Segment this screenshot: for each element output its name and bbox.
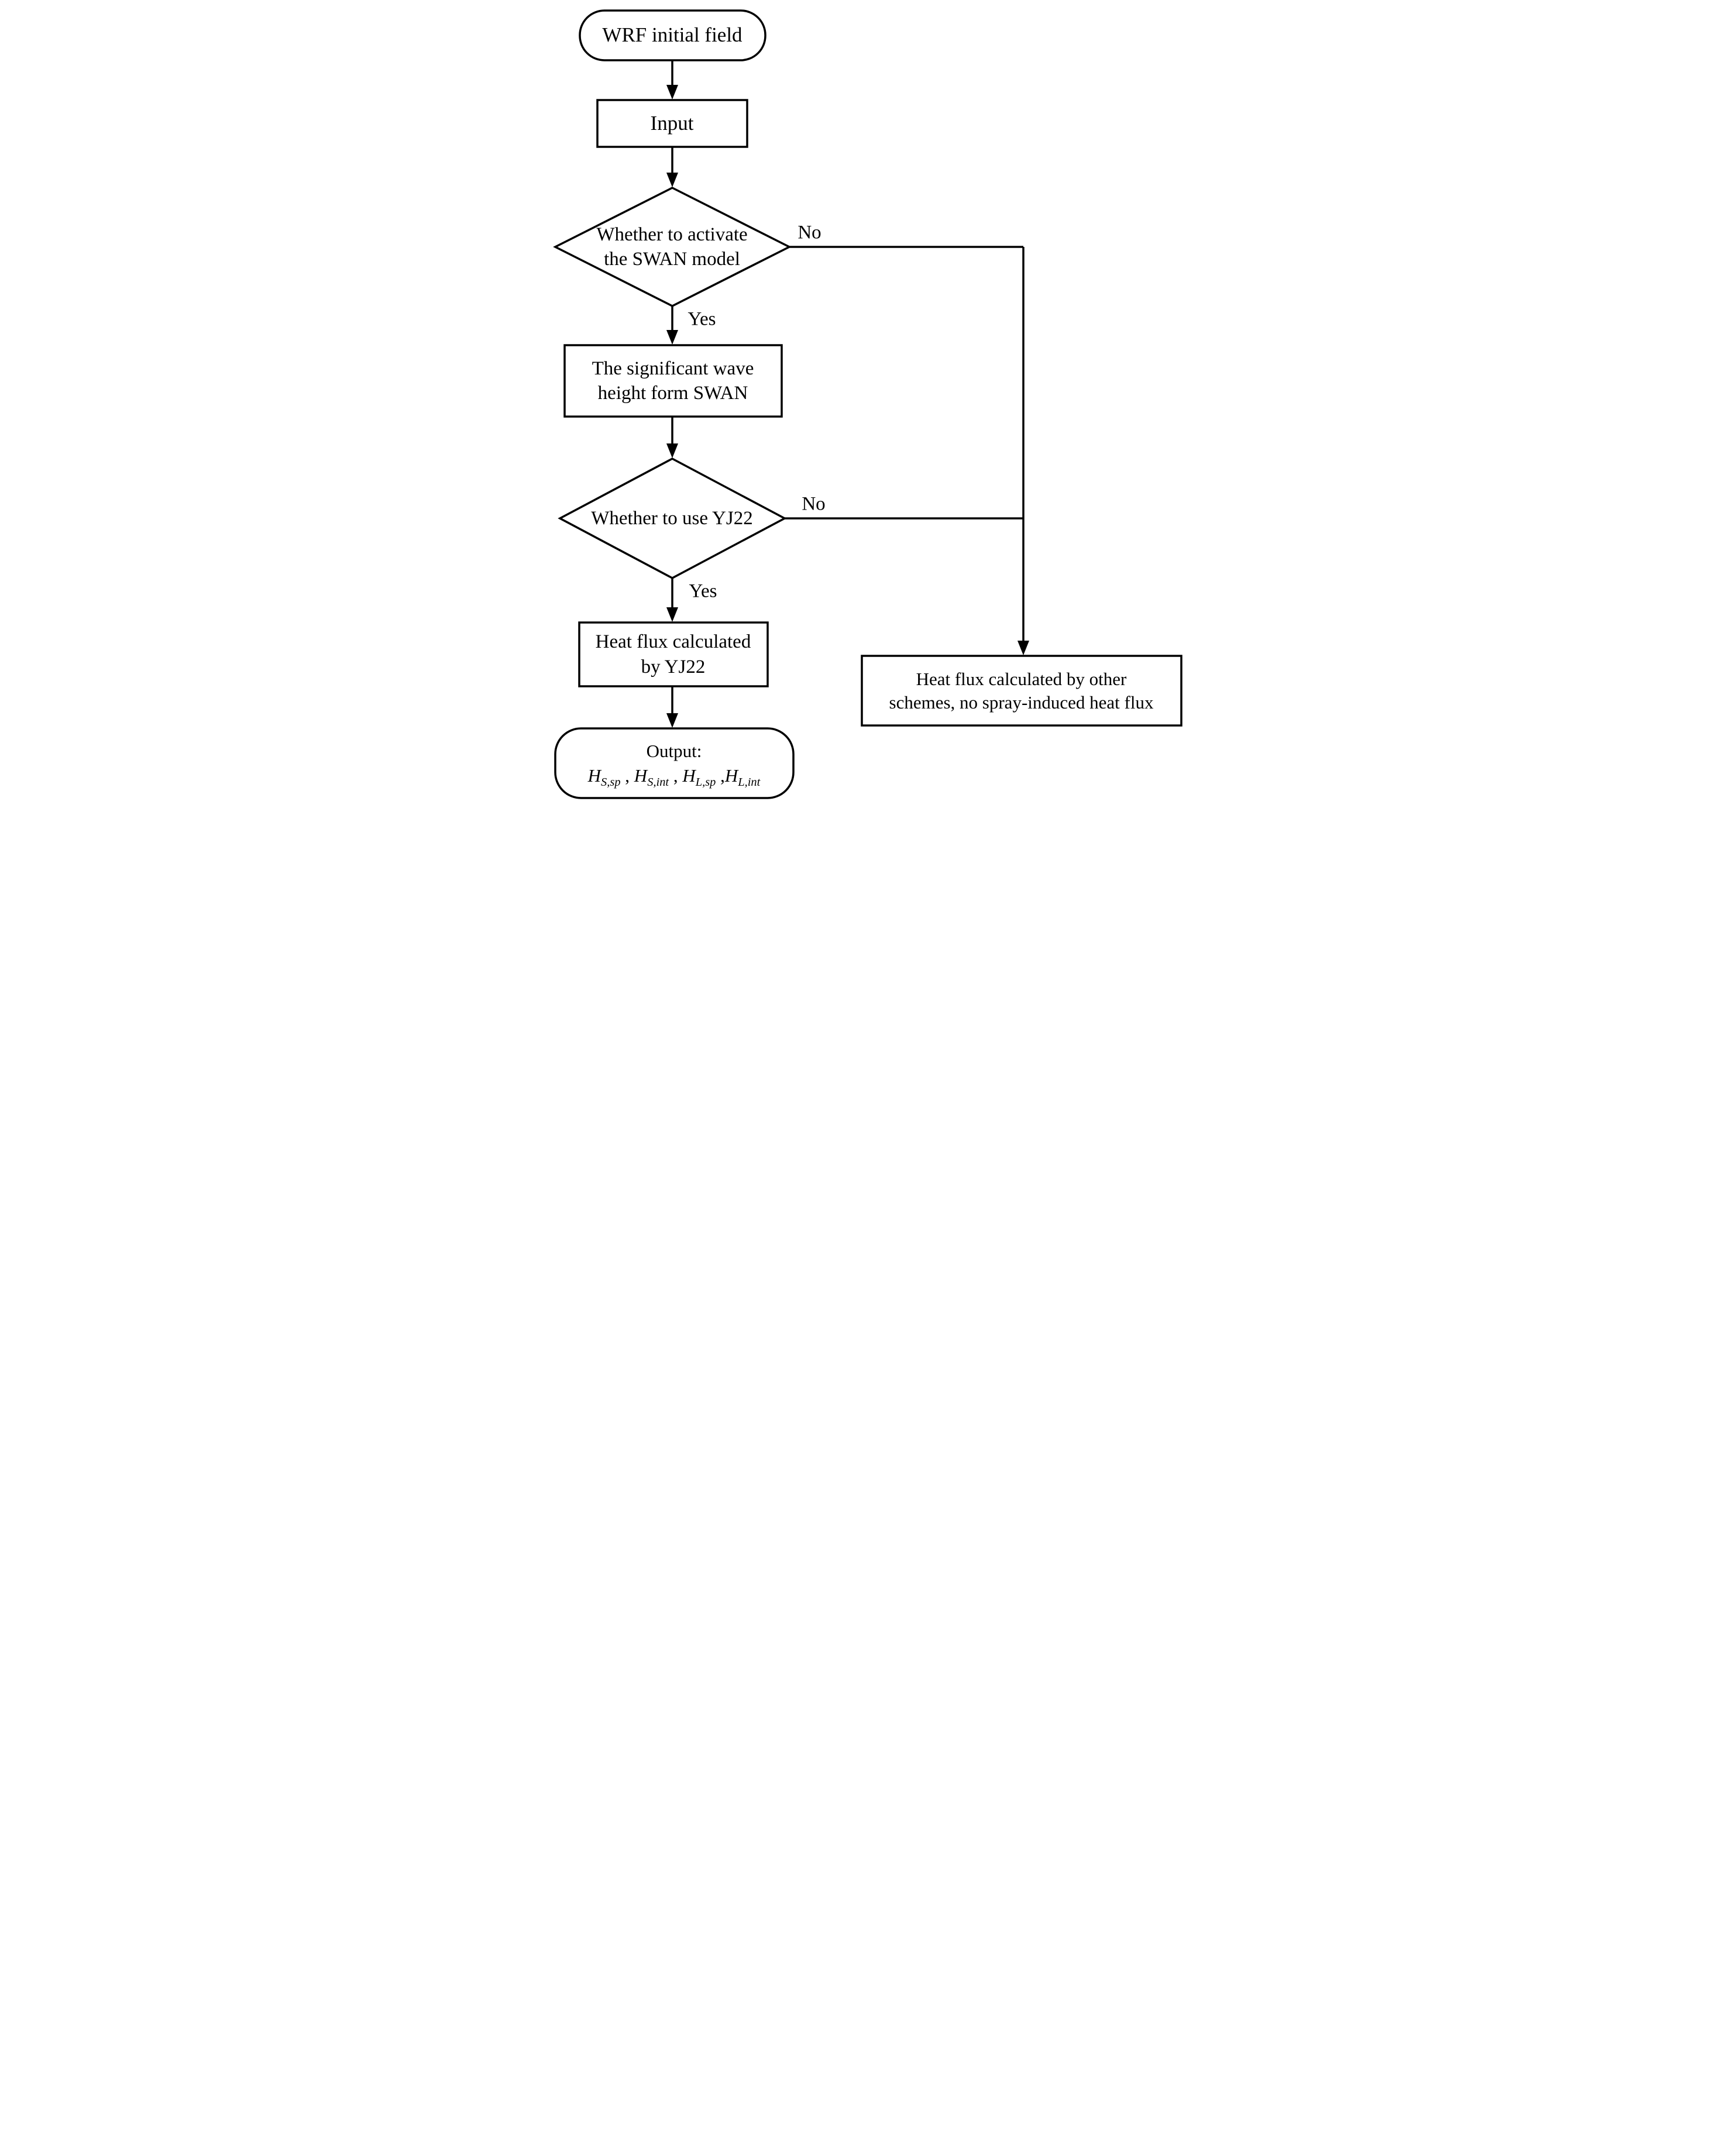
- output-terminator-shape: [554, 727, 795, 799]
- arrowhead-into-other: [1017, 641, 1029, 655]
- arrowhead-into-output: [666, 713, 678, 728]
- flowchart-canvas: WRF initial field Input Whether to activ…: [546, 6, 1190, 802]
- swan-decision-shape: [552, 187, 792, 307]
- start-terminator-shape: [578, 9, 766, 61]
- edge-label-no-yj22: No: [802, 493, 826, 515]
- arrowhead-into-input: [666, 85, 678, 99]
- arrowhead-into-yj22: [666, 607, 678, 622]
- flowchart-drawing: [552, 9, 1182, 799]
- swan-process-shape: [563, 344, 783, 418]
- edge-label-yes-yj22: Yes: [689, 580, 717, 602]
- page: WRF initial field Input Whether to activ…: [546, 0, 1190, 819]
- yj22-decision-shape: [557, 458, 787, 579]
- edge-label-no-swan: No: [797, 222, 821, 243]
- arrowhead-into-decision-swan: [666, 173, 678, 187]
- input-process-shape: [596, 99, 748, 148]
- arrowhead-into-decision-yj22: [666, 443, 678, 458]
- yj22-process-shape: [577, 621, 769, 687]
- arrowhead-into-swan: [666, 330, 678, 345]
- edge-label-yes-swan: Yes: [687, 308, 716, 330]
- other-process-shape: [860, 655, 1182, 727]
